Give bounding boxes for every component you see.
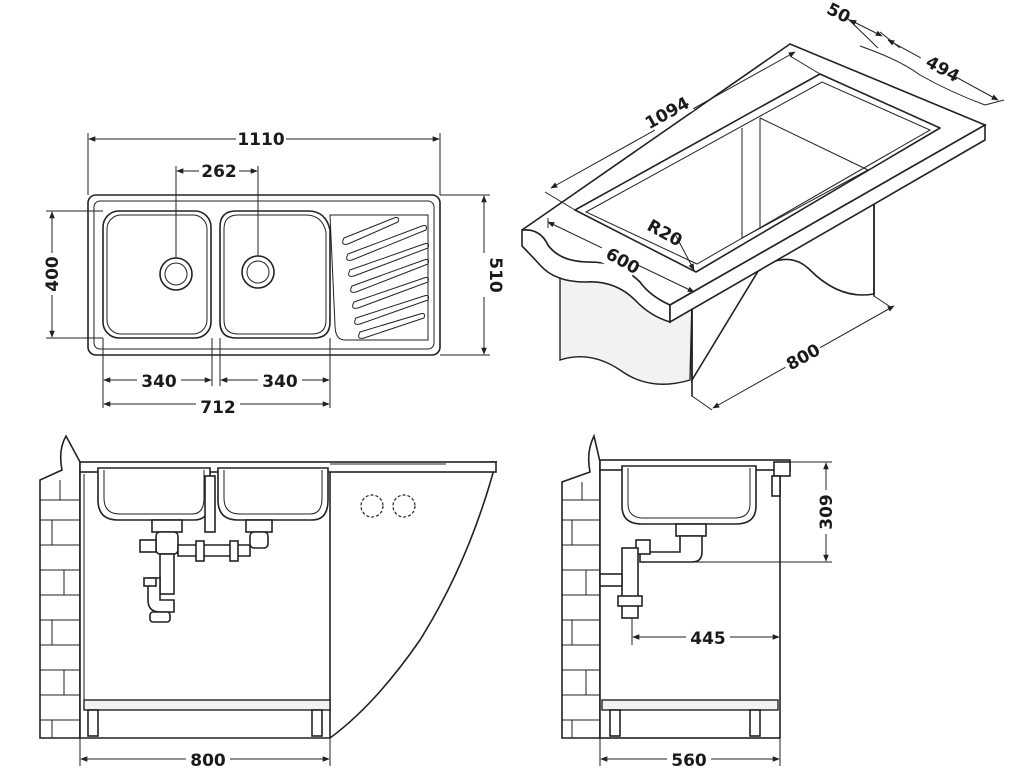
front-brick-courses: [40, 480, 80, 738]
side-drain: [675, 523, 707, 537]
side-plinth: [601, 699, 779, 711]
dim-line-50: [849, 19, 883, 37]
dim-drain-spacing: 262: [201, 162, 237, 182]
side-leg-right: [749, 709, 761, 737]
front-section-view: 800: [39, 434, 498, 768]
dim-cabinet-width: 800: [190, 751, 226, 768]
right-bowl-inner: [223, 214, 327, 335]
dim-bowl-right: 340: [262, 372, 298, 392]
front-bowl-left: [97, 467, 211, 521]
dim-bowl-left: 340: [141, 372, 177, 392]
front-leg-left: [87, 709, 99, 737]
front-overflow: [204, 475, 216, 533]
front-bowl-right: [217, 467, 329, 521]
front-drain-right: [245, 519, 273, 533]
side-leg-left: [609, 709, 621, 737]
front-cabinet: [79, 461, 498, 739]
iso-countertop-front: [669, 123, 986, 324]
side-brick-wall: [561, 433, 601, 739]
side-brick-courses: [562, 482, 600, 738]
front-leg-right: [311, 709, 323, 737]
left-bowl-inner: [106, 214, 208, 335]
front-pipe-hole-2: [392, 494, 416, 518]
drainboard-outline: [329, 214, 429, 341]
left-drain-inner: [164, 262, 188, 286]
side-trap-vertical: [621, 547, 639, 619]
side-bowl: [621, 465, 757, 525]
left-bowl: [102, 210, 212, 339]
front-brick-wall: [39, 434, 81, 739]
dim-trap-offset: 445: [690, 629, 726, 649]
dim-total-depth: 510: [485, 257, 505, 293]
right-drain-inner: [246, 260, 270, 284]
front-drain-left: [151, 519, 183, 533]
sink-inner-rim: [93, 200, 435, 350]
sink-outline: [87, 194, 441, 356]
drainboard-ribs: [342, 217, 429, 339]
dim-cabinet-depth: 560: [671, 751, 707, 768]
front-connecting-pipe: [177, 544, 251, 557]
dim-lip: 50: [823, 0, 853, 28]
front-pipe-hole-1: [360, 494, 384, 518]
dim-total-width: 1110: [237, 130, 284, 150]
dim-bowls-span: 712: [200, 398, 236, 418]
top-view: 1110 262 400 510 340 340 712: [42, 128, 505, 418]
right-bowl: [219, 210, 331, 339]
dim-bowl-depth: 400: [43, 256, 63, 292]
front-trap-vertical: [159, 553, 175, 595]
side-trap-pipe: [639, 535, 703, 563]
front-plinth: [83, 699, 331, 711]
side-section-view: 309 445 560: [561, 433, 837, 768]
dim-height: 309: [817, 494, 837, 530]
isometric-view: 1094 50 494 R20 600 800: [521, 0, 1005, 411]
